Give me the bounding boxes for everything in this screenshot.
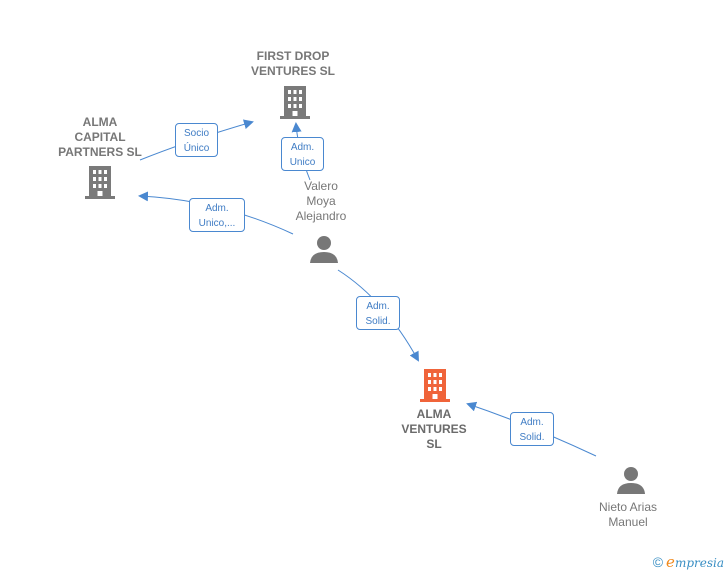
building-icon[interactable] — [279, 84, 311, 120]
copyright-symbol: © — [652, 554, 664, 570]
empresia-watermark: © empresia — [653, 553, 724, 571]
node-label-nieto-arias-manuel[interactable]: Nieto Arias Manuel — [598, 500, 658, 529]
building-icon[interactable] — [84, 164, 116, 200]
building-icon-highlighted[interactable] — [419, 367, 451, 403]
edge-label-adm-unico[interactable]: Adm. Unico — [281, 137, 324, 171]
edge-label-adm-solid[interactable]: Adm. Solid. — [356, 296, 400, 330]
person-icon[interactable] — [309, 234, 339, 264]
empresia-logo: empresia — [666, 553, 724, 571]
edge-label-socio-unico[interactable]: Socio Único — [175, 123, 218, 157]
node-label-alma-capital-partners[interactable]: ALMA CAPITAL PARTNERS SL — [58, 115, 142, 159]
edge-label-adm-solid[interactable]: Adm. Solid. — [510, 412, 554, 446]
person-icon[interactable] — [616, 465, 646, 495]
node-label-first-drop-ventures[interactable]: FIRST DROP VENTURES SL — [250, 49, 335, 78]
node-label-valero-moya-alejandro[interactable]: Valero Moya Alejandro — [295, 179, 347, 223]
edge-label-adm-unico-truncated[interactable]: Adm. Unico,... — [189, 198, 245, 232]
node-label-alma-ventures[interactable]: ALMA VENTURES SL — [401, 407, 467, 451]
